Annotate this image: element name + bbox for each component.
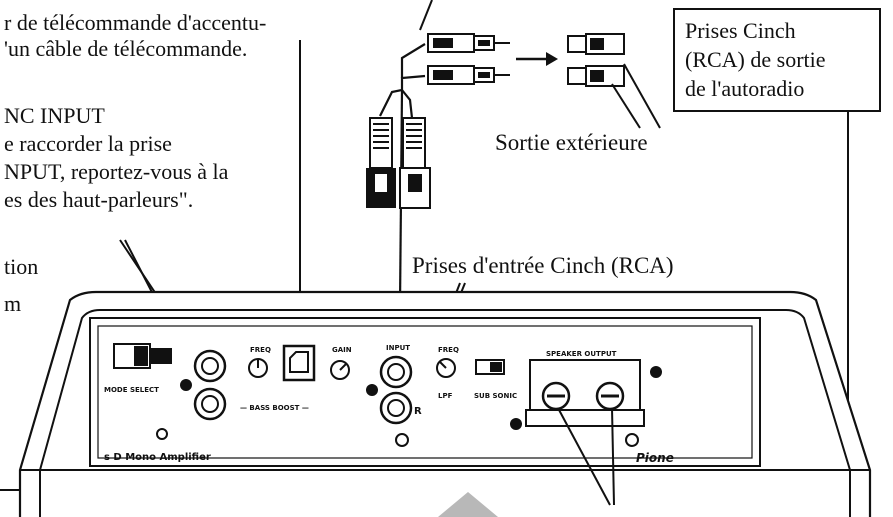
rca-jack-2 <box>567 65 625 87</box>
left-text-line-8: m <box>4 291 22 316</box>
rca-jack-1 <box>567 33 625 55</box>
input-label: INPUT <box>386 344 410 352</box>
lpf-freq-knob-icon <box>436 358 456 378</box>
head-unit-rca-output-callout: Prises Cinch (RCA) de sortie de l'autora… <box>673 8 881 112</box>
mode-select-switch <box>113 343 172 369</box>
freq-left-label: FREQ <box>250 346 271 354</box>
screw-icon <box>625 433 639 447</box>
bass-boost-port-icon <box>282 344 316 382</box>
rca-input-label: Prises d'entrée Cinch (RCA) <box>412 253 674 278</box>
amplifier-body <box>18 290 872 517</box>
input-rca-jacks <box>366 355 413 425</box>
external-output-label: Sortie extérieure <box>495 130 648 155</box>
lpf-label: LPF <box>438 392 453 400</box>
remote-rca-jacks <box>180 349 227 421</box>
left-text-line-6: es des haut-parleurs". <box>4 187 194 212</box>
bass-boost-label: — BASS BOOST — <box>240 404 309 412</box>
gain-label: GAIN <box>332 346 352 354</box>
top-leader-line <box>419 0 433 31</box>
brand-logo: Pione <box>636 451 674 465</box>
gray-arrow-icon <box>438 492 498 517</box>
gain-knob-icon <box>330 360 350 380</box>
sub-sonic-switch <box>475 359 505 375</box>
rca-plug-top-1 <box>427 33 510 53</box>
rca-plug-down-1 <box>366 117 396 208</box>
left-text-line-4: e raccorder la prise <box>4 131 172 156</box>
screw-icon <box>156 428 168 440</box>
screw-icon <box>395 433 409 447</box>
rca-plug-down-2 <box>399 117 431 209</box>
model-label: s D Mono Amplifier <box>104 452 211 463</box>
left-text-line-1: r de télécommande d'accentu- <box>4 10 267 35</box>
left-text-line-5: NPUT, reportez-vous à la <box>4 159 229 184</box>
freq-right-label: FREQ <box>438 346 459 354</box>
speaker-output-label: SPEAKER OUTPUT <box>546 350 617 358</box>
left-text-line-3: NC INPUT <box>4 103 105 128</box>
mode-select-label: MODE SELECT <box>104 386 159 394</box>
bass-freq-knob-icon <box>248 358 268 378</box>
connection-arrow-icon <box>516 52 558 66</box>
callout-line-3: de l'autoradio <box>685 76 805 101</box>
callout-line-2: (RCA) de sortie <box>685 47 826 72</box>
speaker-output-terminal <box>510 359 662 430</box>
r-label: R <box>414 406 422 417</box>
sub-sonic-label: SUB SONIC <box>474 392 517 400</box>
left-text-line-2: 'un câble de télécommande. <box>4 36 248 61</box>
rca-plug-top-2 <box>427 65 510 85</box>
left-text-line-7: tion <box>4 254 39 279</box>
callout-line-1: Prises Cinch <box>685 18 796 43</box>
